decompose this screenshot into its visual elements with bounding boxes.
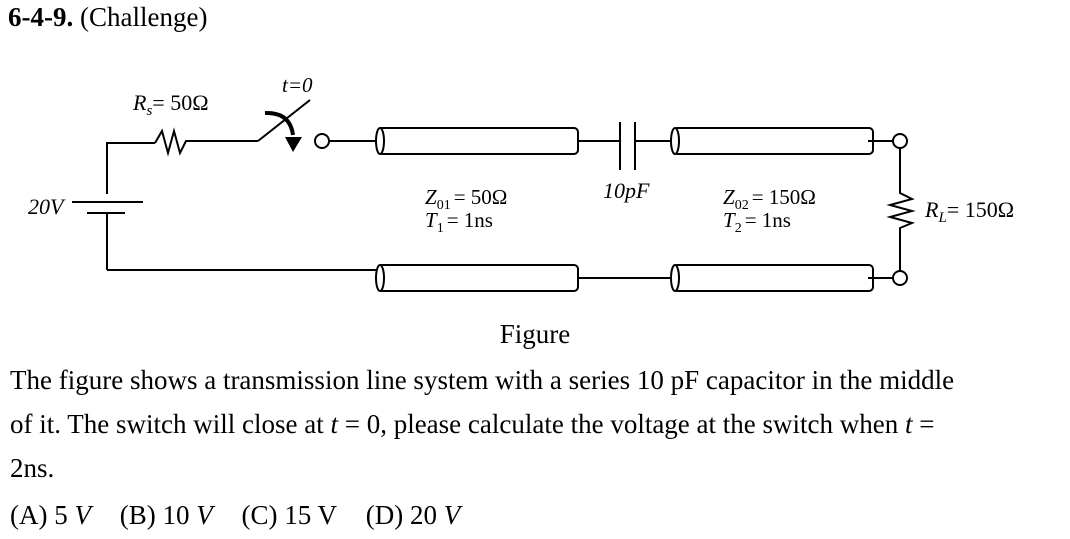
question-line-1: The figure shows a transmission line sys… <box>10 365 955 395</box>
switch-terminal <box>314 133 330 149</box>
line1-delay-label: T1= 1ns <box>425 208 493 236</box>
transmission-line-1-bottom <box>375 264 673 292</box>
question-line-3: 2ns. <box>10 453 55 483</box>
transmission-line-2-top <box>670 127 893 155</box>
source-resistor-icon <box>154 127 258 157</box>
problem-number: 6-4-9. <box>8 2 74 32</box>
problem-title: 6-4-9. (Challenge) <box>8 2 207 33</box>
option-a[interactable]: (A) 5 V <box>10 500 91 530</box>
question-line-2: of it. The switch will close at t = 0, p… <box>10 409 935 439</box>
source-voltage-label: 20V <box>28 194 66 219</box>
load-terminal-bottom <box>892 270 908 286</box>
figure-caption: Figure <box>499 319 571 349</box>
option-c[interactable]: (C) 15 V <box>241 500 337 530</box>
switch-icon[interactable] <box>257 99 311 152</box>
option-b[interactable]: (B) 10 V <box>119 500 213 530</box>
problem-tag: (Challenge) <box>79 2 208 32</box>
line1-impedance-label: Z01= 50Ω <box>425 185 507 213</box>
option-d[interactable]: (D) 20 V <box>365 500 461 530</box>
line2-impedance-label: Z02= 150Ω <box>723 185 816 213</box>
switch-label: t=0 <box>282 73 313 97</box>
answer-options: (A) 5 V (B) 10 V (C) 15 V (D) 20 V <box>10 500 482 531</box>
capacitor-icon <box>619 122 673 170</box>
source-loop-wires <box>106 142 378 271</box>
battery-icon <box>72 201 143 214</box>
load-resistor-label: RL= 150Ω <box>924 197 1014 226</box>
source-resistor-label: Rs= 50Ω <box>132 90 209 119</box>
line2-delay-label: T2= 1ns <box>723 208 791 236</box>
transmission-line-2-bottom <box>670 264 893 292</box>
load-resistor-icon <box>886 148 916 271</box>
load-terminal-top <box>892 133 908 149</box>
transmission-line-1-top <box>375 127 620 155</box>
circuit-diagram: 20V Rs= 50Ω t=0 10pF RL= 150Ω <box>28 73 1014 292</box>
capacitor-label: 10pF <box>603 178 650 203</box>
